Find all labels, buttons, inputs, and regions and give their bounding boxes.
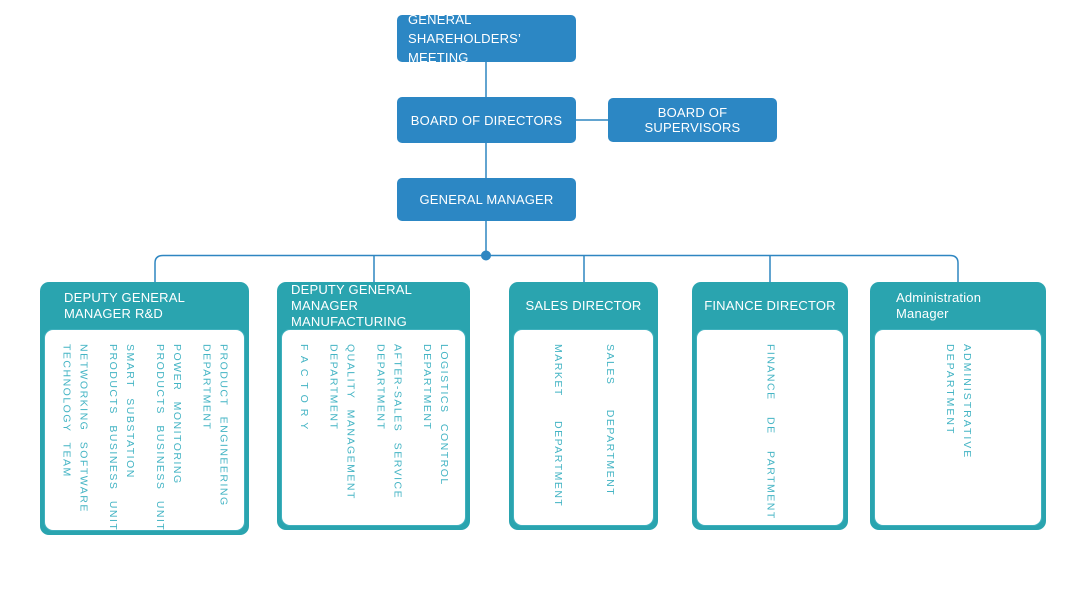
branch-departments-panel: ADMINISTRATIVE DEPARTMENT xyxy=(874,329,1042,526)
department-item: NETWORKING SOFTWARE TECHNOLOGY TEAM xyxy=(58,344,92,513)
department-item: QUALITY MANAGEMENT DEPARTMENT xyxy=(325,344,359,500)
branch-departments-panel: FINANCE DE PARTMENT xyxy=(696,329,844,526)
department-item-line: NETWORKING SOFTWARE xyxy=(77,344,90,513)
department-item: SALES DEPARTMENT xyxy=(601,344,618,496)
node-label: GENERAL SHAREHOLDERS’ MEETING xyxy=(408,12,521,65)
branch-departments-panel: NETWORKING SOFTWARE TECHNOLOGY TEAM SMART … xyxy=(44,329,245,531)
department-item-line: DEPARTMENT xyxy=(200,344,213,431)
node-general-shareholders-meeting: GENERAL SHAREHOLDERS’ MEETING xyxy=(397,12,576,65)
node-board-of-supervisors: BOARD OF SUPERVISORS xyxy=(608,98,777,142)
node-general-manager: GENERAL MANAGER xyxy=(397,178,576,221)
node-label: BOARD OF SUPERVISORS xyxy=(644,105,741,135)
department-item-line: QUALITY MANAGEMENT xyxy=(344,344,357,500)
branch-sales-director: SALES DIRECTOR MARKET DEPARTMENT SALES DE… xyxy=(509,282,658,530)
department-item-line: MARKET DEPARTMENT xyxy=(552,344,564,508)
branch-header: DEPUTY GENERAL MANAGER R&D xyxy=(64,289,185,321)
branch-header: SALES DIRECTOR xyxy=(525,297,642,313)
branch-finance-director: FINANCE DIRECTOR FINANCE DE PARTMENT xyxy=(692,282,848,530)
branch-header: FINANCE DIRECTOR xyxy=(704,297,836,313)
department-item-line: DEPARTMENT xyxy=(421,344,434,431)
branch-header: DEPUTY GENERAL MANAGER MANUFACTURING xyxy=(291,281,412,329)
department-item-line: TECHNOLOGY TEAM xyxy=(60,344,73,478)
branch-header: Administration Manager xyxy=(896,289,982,321)
node-label: BOARD OF DIRECTORS xyxy=(410,112,563,128)
department-item: POWER MONITORING PRODUCTS BUSINESS UNIT xyxy=(151,344,185,531)
department-item-line: POWER MONITORING xyxy=(170,344,183,485)
department-item: AFTER-SALES SERVICE DEPARTMENT xyxy=(371,344,405,499)
department-item-line: ADMINISTRATIVE xyxy=(961,344,973,460)
department-item: ADMINISTRATIVE DEPARTMENT xyxy=(941,344,975,459)
node-label: GENERAL MANAGER xyxy=(419,192,554,207)
department-item: MARKET DEPARTMENT xyxy=(549,344,566,507)
department-item: PRODUCT ENGINEERING DEPARTMENT xyxy=(197,344,231,507)
department-item-line: DEPARTMENT xyxy=(944,344,956,436)
department-item-line: SMART SUBSTATION xyxy=(124,344,137,479)
junction-dot xyxy=(481,250,491,261)
department-item-line: PRODUCT ENGINEERING xyxy=(217,344,230,507)
branch-administration-manager: Administration Manager ADMINISTRATIVE DEP… xyxy=(870,282,1046,530)
department-item-line: PRODUCTS BUSINESS UNIT xyxy=(107,344,120,531)
branch-departments-panel: MARKET DEPARTMENT SALES DEPARTMENT xyxy=(513,329,654,526)
department-item: FACTORY xyxy=(295,344,312,435)
department-item-line: PRODUCTS BUSINESS UNIT xyxy=(153,344,166,531)
department-item: FINANCE DE PARTMENT xyxy=(762,344,779,520)
department-item-line: DEPARTMENT xyxy=(374,344,387,431)
branch-deputy-general-manager-rd: DEPUTY GENERAL MANAGER R&D NETWORKING SO… xyxy=(40,282,249,535)
department-item-line: FACTORY xyxy=(297,344,310,436)
department-item-line: DEPARTMENT xyxy=(327,344,340,431)
connector-branch-rail xyxy=(154,254,959,283)
department-item-line: AFTER-SALES SERVICE xyxy=(391,344,404,500)
department-item-line: SALES DEPARTMENT xyxy=(604,344,616,497)
department-item: SMART SUBSTATION PRODUCTS BUSINESS UNIT xyxy=(104,344,138,531)
branch-deputy-general-manager-manufacturing: DEPUTY GENERAL MANAGER MANUFACTURING FAC… xyxy=(277,282,470,530)
department-item: LOGISTICS CONTROL DEPARTMENT xyxy=(418,344,452,486)
department-item-line: FINANCE DE PARTMENT xyxy=(764,344,777,520)
node-board-of-directors: BOARD OF DIRECTORS xyxy=(397,97,576,143)
department-item-line: LOGISTICS CONTROL xyxy=(438,344,451,486)
